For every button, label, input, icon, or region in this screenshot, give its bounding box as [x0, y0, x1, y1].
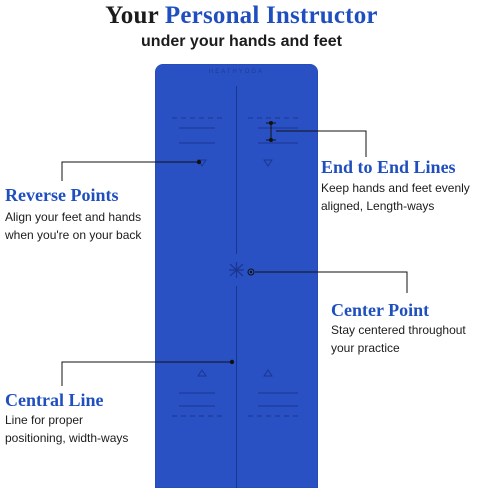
reverse-points-heading: Reverse Points	[5, 185, 119, 205]
reverse-point-left-icon	[197, 159, 207, 167]
reverse-point-right-icon	[263, 159, 273, 167]
title-plain: Your	[105, 2, 165, 29]
central-line-description: Line for proper positioning, width-ways	[5, 411, 128, 447]
end-to-end-line-1: Keep hands and feet evenly	[321, 181, 470, 195]
page-title: Your Personal Instructor	[0, 2, 483, 30]
mat-alignment-lines	[172, 86, 301, 488]
end-to-end-line-2: aligned, Length-ways	[321, 199, 435, 213]
central-line-heading: Central Line	[5, 390, 104, 410]
reverse-point-lower-left-icon	[197, 369, 207, 377]
reverse-points-description: Align your feet and hands when you're on…	[5, 208, 141, 244]
center-point-line-1: Stay centered throughout	[331, 323, 466, 337]
central-line-line-2: positioning, width-ways	[5, 431, 129, 445]
reverse-points-line-1: Align your feet and hands	[5, 210, 142, 224]
yoga-mat: HEATHYOGA	[155, 64, 318, 488]
title-accent: Personal Instructor	[164, 2, 378, 29]
end-to-end-description: Keep hands and feet evenly aligned, Leng…	[321, 179, 470, 215]
center-point-heading: Center Point	[331, 300, 430, 320]
center-point-description: Stay centered throughout your practice	[331, 321, 466, 357]
central-line-line-1: Line for proper	[5, 413, 84, 427]
center-point-icon	[229, 262, 244, 278]
reverse-points-line-2: when you're on your back	[5, 228, 142, 242]
center-point-line-2: your practice	[331, 341, 400, 355]
reverse-point-lower-right-icon	[263, 369, 273, 377]
page-subtitle: under your hands and feet	[141, 33, 342, 50]
mat-brand-logo: HEATHYOGA	[208, 69, 265, 75]
end-to-end-heading: End to End Lines	[321, 157, 456, 177]
